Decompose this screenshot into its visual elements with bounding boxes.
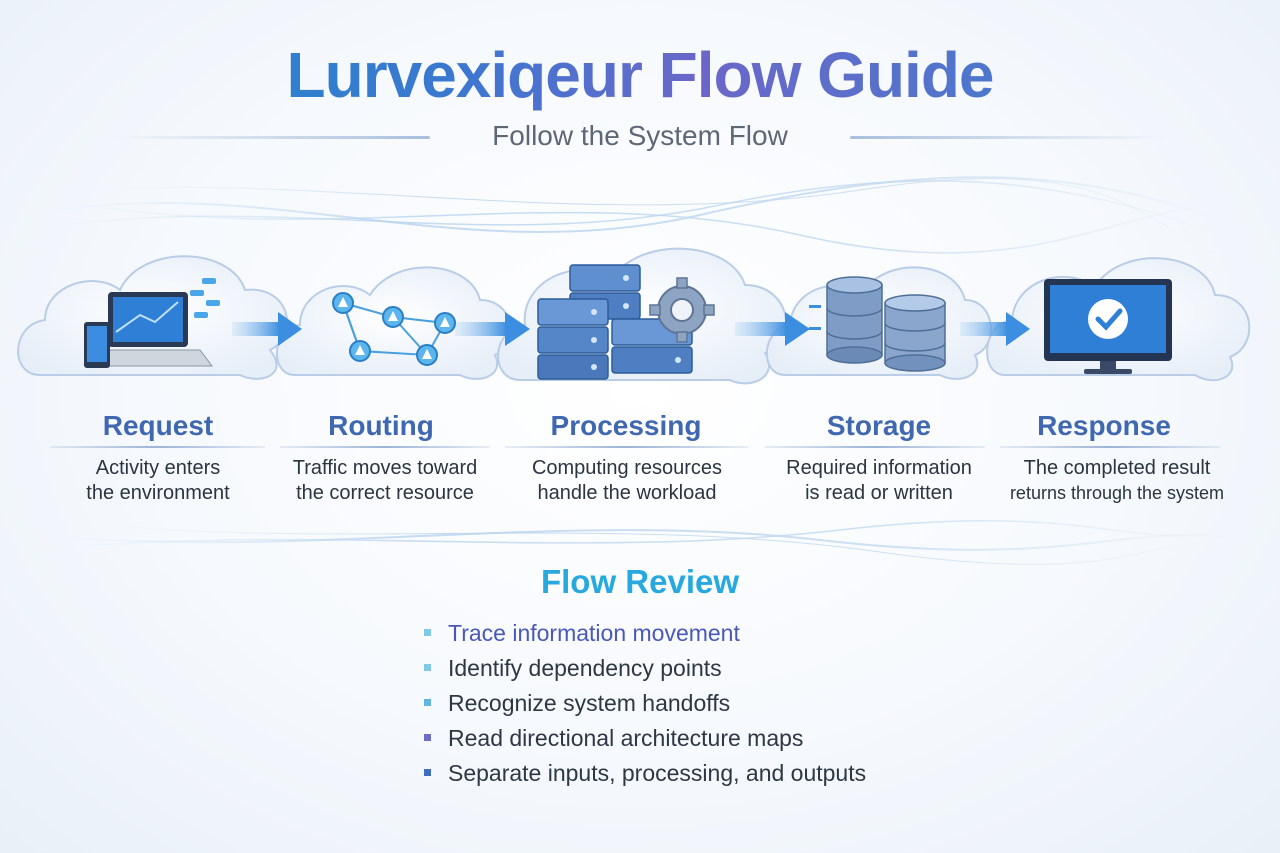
- list-item: Trace information movement: [424, 618, 866, 653]
- stage-name-storage: Storage: [826, 410, 932, 441]
- monitor-check-icon: [1044, 279, 1172, 374]
- bullet-icon: [424, 664, 431, 671]
- arrow-storage-response: [960, 312, 1030, 346]
- stage-name-response: Response: [1037, 410, 1171, 441]
- stage-rule-response: [1000, 446, 1220, 448]
- stage-rule-request: [50, 446, 265, 448]
- database-icon: [809, 276, 946, 372]
- stage-name-processing: Processing: [550, 410, 702, 441]
- network-nodes-icon: [332, 292, 456, 366]
- arrow-processing-storage: [735, 312, 810, 346]
- bullet-icon: [424, 629, 431, 636]
- review-title: Flow Review: [540, 563, 740, 600]
- bullet-icon: [424, 734, 431, 741]
- flow-arrows: [232, 312, 1030, 346]
- bullet-icon: [424, 769, 431, 776]
- review-list: Trace information movement Identify depe…: [424, 618, 866, 793]
- stage-rule-processing: [505, 446, 748, 448]
- laptop-phone-icon: [84, 278, 220, 368]
- stage-name-request: Request: [102, 410, 214, 441]
- stage-rule-storage: [765, 446, 985, 448]
- bullet-icon: [424, 699, 431, 706]
- stage-name-routing: Routing: [328, 410, 434, 441]
- list-item: Read directional architecture maps: [424, 723, 866, 758]
- list-item: Recognize system handoffs: [424, 688, 866, 723]
- list-item: Identify dependency points: [424, 653, 866, 688]
- arrow-request-routing: [232, 312, 302, 346]
- page-title: Lurvexiqeur Flow Guide: [0, 38, 1280, 112]
- page-subtitle: Follow the System Flow: [492, 120, 788, 151]
- stage-rule-routing: [280, 446, 490, 448]
- subtitle-rule-left: [110, 136, 430, 139]
- servers-gear-icon: [537, 264, 715, 380]
- arrow-routing-processing: [455, 312, 530, 346]
- list-item: Separate inputs, processing, and outputs: [424, 758, 866, 793]
- subtitle-rule-right: [850, 136, 1170, 139]
